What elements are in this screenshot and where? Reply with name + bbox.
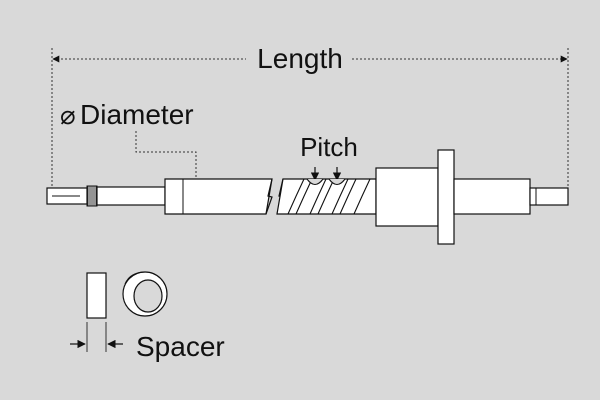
ball-nut-body: [375, 167, 439, 227]
ball-nut-flange: [437, 149, 455, 245]
thread-notch-1: [306, 178, 324, 186]
pitch-dimension: Pitch: [300, 132, 358, 181]
spacer-label: Spacer: [136, 331, 225, 362]
screw-main-section-left: [164, 178, 273, 215]
spacer-ring-edge: [124, 271, 147, 285]
screw-threaded-section: [276, 178, 377, 215]
diameter-label: Diameter: [80, 99, 194, 130]
spacer-group: Spacer: [70, 271, 225, 362]
ball-screw: [46, 149, 569, 245]
diameter-dimension: ⌀ Diameter: [60, 99, 201, 212]
spacer-side-view: [86, 272, 107, 319]
shaft-thin-section: [96, 186, 166, 206]
length-label: Length: [257, 43, 343, 74]
screw-right-section: [453, 178, 531, 215]
diameter-leader-line: [135, 131, 197, 178]
pitch-label: Pitch: [300, 132, 358, 162]
spacer-ring-inner: [133, 279, 163, 313]
length-dimension: Length: [51, 43, 569, 190]
break-mark-icon: [265, 178, 273, 215]
end-thread-lines: [87, 186, 97, 206]
diameter-symbol: ⌀: [60, 100, 76, 130]
thread-notch-2: [328, 178, 346, 186]
shaft-right-journal: [529, 187, 569, 206]
